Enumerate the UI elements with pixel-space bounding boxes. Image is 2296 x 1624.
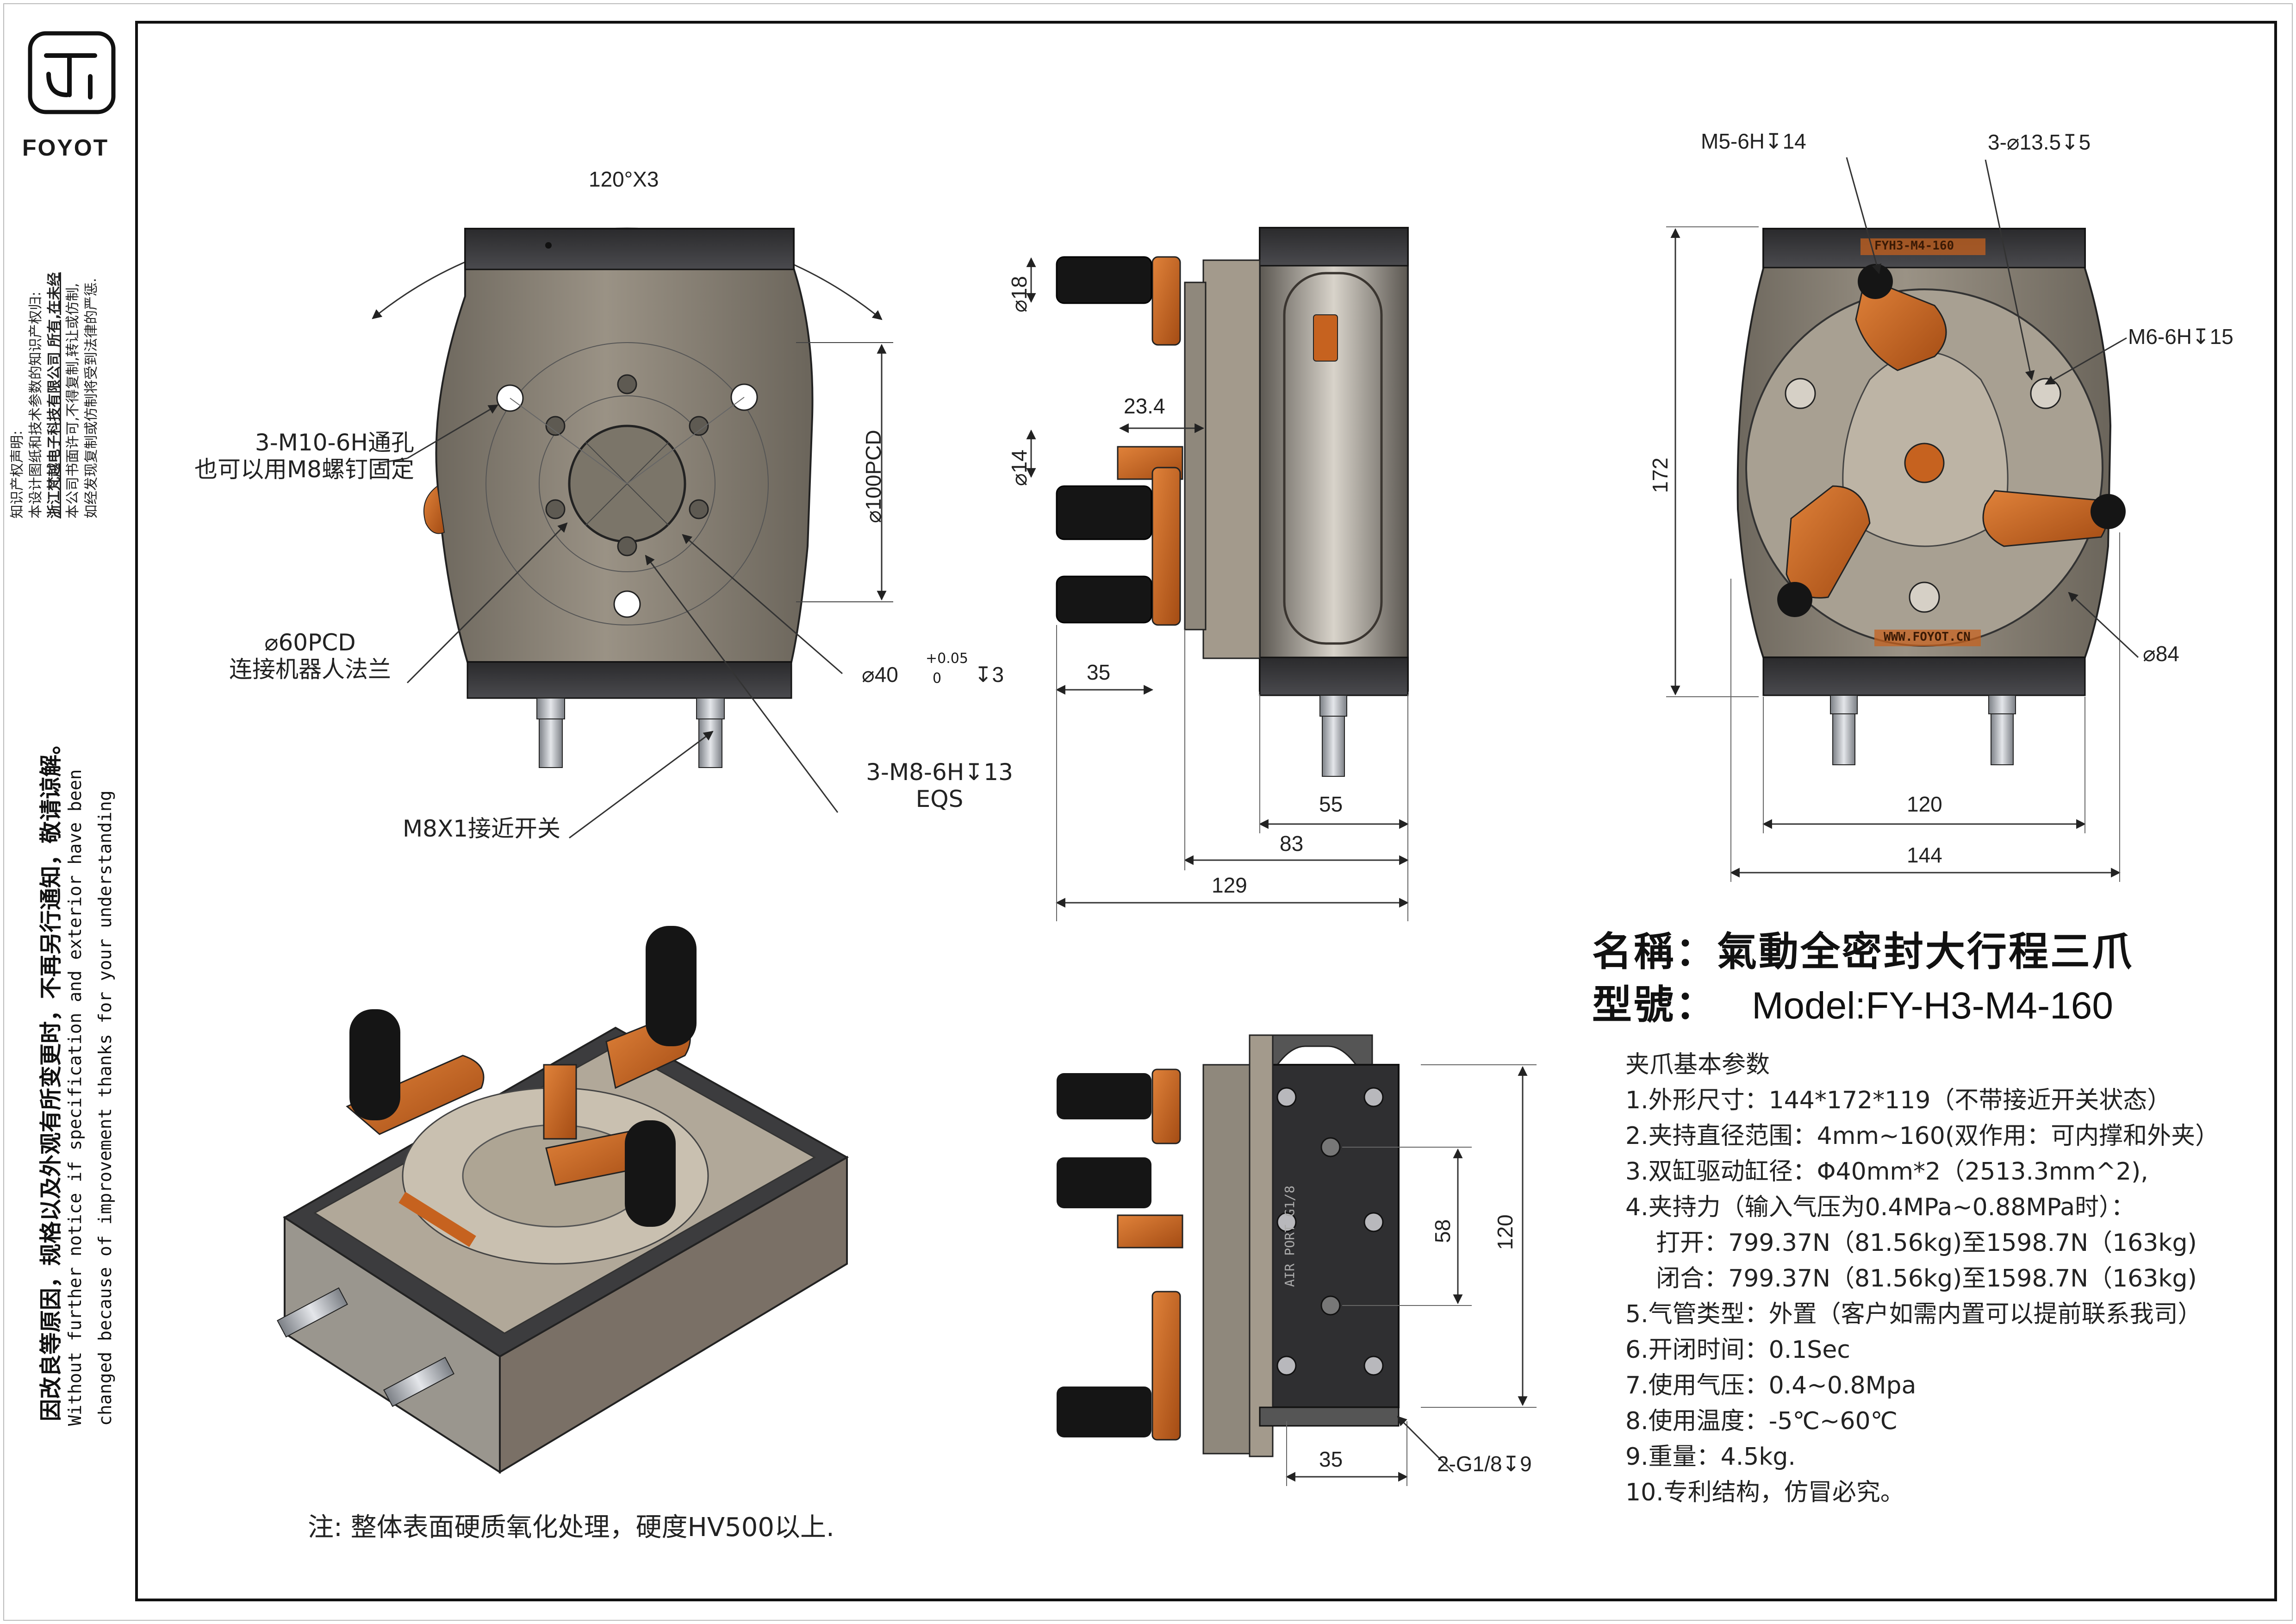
sensor-label: M8X1接近开关: [403, 815, 561, 842]
bore-dia-label: ⌀40: [862, 662, 898, 687]
sheet-outer-edge: [3, 3, 2293, 1621]
spec-item: 闭合：799.37N（81.56kg)至1598.7N（163kg): [1625, 1265, 2197, 1293]
dim-35-side: 35: [1087, 660, 1111, 684]
front-bottom-cap: [467, 661, 792, 699]
pcd100-label: ⌀100PCD: [861, 430, 885, 523]
spec-item: 2.夹持直径范围：4mm~160(双作用：可内撑和外夹）: [1625, 1122, 2220, 1150]
air-port: [1320, 1295, 1341, 1316]
sheet-border: [135, 21, 2277, 1601]
change-notice-cn: 因改良等原因，规格以及外观有所变更时，不再另行通知，敬请谅解。: [38, 732, 64, 1421]
dim-172: 172: [1648, 457, 1672, 493]
model-label: 型號：: [1592, 982, 1717, 1028]
front-view: [372, 227, 893, 839]
spec-item: 6.开闭时间：0.1Sec: [1625, 1336, 1850, 1364]
spec-list: 夹爪基本参数 1.外形尺寸：144*172*119（不带接近开关状态） 2.夹持…: [1625, 1047, 2273, 1511]
side-view: [1026, 227, 1409, 921]
rear-view: [1057, 1034, 1537, 1486]
ip-line-1: 知识产权声明:: [9, 430, 25, 518]
m10-hole: [613, 590, 641, 618]
bore-tol-low: 0: [933, 670, 942, 687]
dim-144: 144: [1907, 843, 1942, 867]
brand-name: FOYOT: [22, 135, 109, 161]
dim-58: 58: [1431, 1219, 1455, 1243]
ip-line-3: 浙江梵越电子科技有限公司 所有,在未经: [46, 272, 62, 518]
front-top-cap: [464, 228, 795, 270]
name-label: 名稱：: [1592, 929, 1717, 975]
side-housing: [1259, 227, 1409, 692]
product-name-row: 名稱：氣動全密封大行程三爪: [1592, 919, 2134, 977]
top-jaw-3: [1982, 490, 2108, 547]
top-jaw-1: [1855, 276, 1947, 371]
thru-hole-line-2: 也可以用M8螺钉固定: [194, 456, 414, 483]
change-notice-en-2: changed because of improvement thanks fo…: [95, 790, 115, 1426]
side-logo-badge: [1313, 314, 1338, 362]
dim-120-rear: 120: [1493, 1214, 1517, 1250]
m8-line-1: 3-M8-6H↧13: [866, 759, 1013, 786]
bore-tol-up: +0.05: [926, 650, 968, 667]
spec-item: 3.双缸驱动缸径：Φ40mm*2（2513.3mm^2),: [1625, 1158, 2148, 1186]
spec-item: 打开：799.37N（81.56kg)至1598.7N（163kg): [1625, 1229, 2197, 1257]
dim-d84: ⌀84: [2143, 642, 2179, 666]
front-orange-tab: [423, 485, 445, 534]
m8-label: 3-M8-6H↧13 EQS: [847, 759, 1032, 812]
holes-label: 3-⌀13.5↧5: [1988, 130, 2091, 154]
port-label: 2-G1/8↧9: [1437, 1452, 1532, 1476]
rear-block: [1259, 1064, 1400, 1408]
dim-83: 83: [1280, 831, 1304, 856]
name-value: 氣動全密封大行程三爪: [1717, 929, 2134, 975]
ip-line-4: 本公司书面许可,不得复制,转让或仿制,: [65, 283, 81, 518]
product-model-row: 型號： Model:FY-H3-M4-160: [1592, 972, 2113, 1030]
dim-d14: ⌀14: [1007, 450, 1031, 486]
spec-item: 8.使用温度：-5℃~60℃: [1625, 1407, 1898, 1435]
pcd60-line-2: 连接机器人法兰: [229, 656, 391, 683]
pcd60-label: ⌀60PCD 连接机器人法兰: [218, 629, 403, 683]
plate-text-bottom: WWW.FOYOT.CN: [1884, 630, 1971, 644]
top-view: [1666, 157, 2139, 882]
foyot-logo-icon: [28, 31, 116, 114]
ip-line-5: 如经发现复制或仿制将受到法律的严惩.: [83, 278, 100, 518]
dim-35-rear: 35: [1319, 1447, 1343, 1471]
dim-129: 129: [1212, 873, 1247, 897]
thru-hole-line-1: 3-M10-6H通孔: [255, 429, 414, 456]
dim-120-top: 120: [1907, 792, 1942, 816]
pcd60-line-1: ⌀60PCD: [264, 629, 356, 656]
dim-23-4: 23.4: [1124, 394, 1165, 418]
spec-item: 4.夹持力（输入气压为0.4MPa~0.88MPa时）：: [1625, 1193, 2135, 1221]
dim-d18: ⌀18: [1007, 276, 1031, 312]
ip-line-2: 本设计图纸和技术参数的知识产权归:: [28, 291, 44, 518]
surface-note: 注: 整体表面硬质氧化处理，硬度HV500以上.: [308, 1512, 834, 1543]
rear-plate-text: AIR PORT G1/8: [1282, 1185, 1297, 1287]
plate-text-top: FYH3-M4-160: [1874, 239, 1954, 253]
model-value: Model:FY-H3-M4-160: [1752, 985, 2113, 1027]
m8-line-2: EQS: [915, 785, 964, 812]
isometric-view: [277, 926, 849, 1474]
pcd-100-circle: [485, 342, 769, 625]
spec-item: 10.专利结构，仿冒必究。: [1625, 1479, 1904, 1506]
dim-55: 55: [1319, 792, 1343, 816]
air-port: [1320, 1137, 1341, 1157]
m6-label: M6-6H↧15: [2128, 325, 2234, 349]
thru-hole-label: 3-M10-6H通孔 也可以用M8螺钉固定: [174, 429, 414, 483]
angle-label: 120°X3: [589, 167, 659, 191]
spec-item: 1.外形尺寸：144*172*119（不带接近开关状态）: [1625, 1087, 2172, 1114]
m5-label: M5-6H↧14: [1701, 129, 1806, 153]
ip-notice: 知识产权声明: 本设计图纸和技术参数的知识产权归: 浙江梵越电子科技有限公司 所…: [8, 272, 101, 518]
change-notice-en-1: Without further notice if specification …: [65, 769, 85, 1426]
spec-item: 7.使用气压：0.4~0.8Mpa: [1625, 1372, 1916, 1399]
spec-heading: 夹爪基本参数: [1625, 1051, 1770, 1079]
bore-depth-label: ↧3: [974, 662, 1004, 687]
spec-item: 9.重量：4.5kg.: [1625, 1443, 1796, 1471]
spec-item: 5.气管类型：外置（客户如需内置可以提前联系我司）: [1625, 1300, 2202, 1328]
